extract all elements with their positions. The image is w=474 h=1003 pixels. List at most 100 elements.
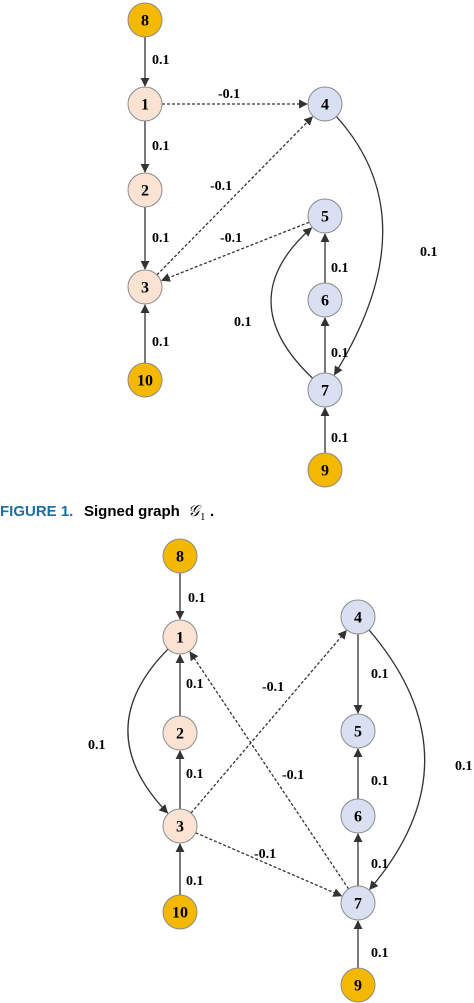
edge-weight-7-to-6: 0.1: [371, 857, 389, 872]
node-label: 10: [172, 905, 188, 922]
node-circle: [307, 372, 343, 408]
node-5: 5: [307, 198, 343, 234]
node-circle: [162, 619, 198, 655]
caption-period: .: [210, 503, 214, 520]
node-circle: [307, 198, 343, 234]
node-1: 1: [162, 619, 198, 655]
node-3: 3: [162, 808, 198, 844]
node-4: 4: [307, 86, 343, 122]
edge-weight-4-to-7: 0.1: [420, 245, 438, 260]
edge-weight-6-to-5: 0.1: [331, 261, 349, 276]
edge-7-to-1: [189, 651, 350, 890]
edge-weight-6-to-5: 0.1: [371, 774, 389, 789]
node-circle: [340, 599, 376, 635]
edge-weight-10-to-3: 0.1: [152, 335, 170, 350]
node-circle: [340, 967, 376, 1003]
edge-3-to-4: [156, 116, 314, 276]
node-6: 6: [307, 282, 343, 318]
node-label: 4: [321, 97, 329, 114]
edge-weight-2-to-3: 0.1: [152, 231, 170, 246]
edge-weight-3-to-7: -0.1: [254, 847, 276, 862]
edge-weight-9-to-7: 0.1: [331, 431, 349, 446]
edge-weight-3-to-2: 0.1: [186, 767, 204, 782]
node-10: 10: [127, 362, 163, 398]
edge-weight-8-to-1: 0.1: [152, 53, 170, 68]
caption-math-symbol: 𝒢: [188, 503, 202, 520]
edge-weight-3-to-4: -0.1: [210, 179, 232, 194]
node-8: 8: [127, 2, 163, 38]
node-3: 3: [127, 269, 163, 305]
node-circle: [127, 172, 163, 208]
edge-weight-5-to-3: -0.1: [220, 231, 242, 246]
node-label: 9: [354, 978, 362, 995]
node-label: 2: [176, 726, 184, 743]
edge-weight-10-to-3: 0.1: [186, 874, 204, 889]
node-8: 8: [162, 538, 198, 574]
node-circle: [162, 894, 198, 930]
node-label: 7: [354, 896, 362, 913]
node-label: 1: [141, 97, 149, 114]
node-label: 8: [176, 549, 184, 566]
node-label: 7: [321, 383, 329, 400]
edge-4-to-7: [333, 116, 384, 376]
edge-weight-7-to-1: -0.1: [282, 768, 304, 783]
edge-layer: 0.10.10.10.10.1-0.1-0.1-0.10.10.10.10.10…: [88, 573, 473, 968]
node-5: 5: [340, 713, 376, 749]
figure-1-caption: FIGURE 1. Signed graph 𝒢 1 .: [0, 503, 214, 523]
node-circle: [162, 715, 198, 751]
node-label: 6: [354, 809, 362, 826]
node-label: 10: [137, 373, 153, 390]
node-circle: [340, 798, 376, 834]
node-label: 3: [141, 280, 149, 297]
caption-label: FIGURE 1.: [0, 503, 73, 520]
node-label: 2: [141, 183, 149, 200]
node-label: 9: [321, 463, 329, 480]
node-6: 6: [340, 798, 376, 834]
node-layer: 8 1 2 3 10 4 5 6 7 9: [127, 2, 343, 488]
node-9: 9: [307, 452, 343, 488]
node-4: 4: [340, 599, 376, 635]
node-layer: 8 1 2 3 10 4 5 6 7 9: [162, 538, 376, 1003]
caption-subscript: 1: [200, 511, 206, 523]
edge-weight-9-to-7: 0.1: [371, 946, 389, 961]
node-label: 8: [141, 13, 149, 30]
edge-5-to-3: [160, 221, 310, 282]
node-circle: [307, 282, 343, 318]
node-label: 6: [321, 293, 329, 310]
edge-weight-1-to-4: -0.1: [218, 87, 240, 102]
edge-3-to-4: [190, 630, 347, 814]
node-label: 3: [176, 819, 184, 836]
node-label: 5: [321, 209, 329, 226]
edge-weight-8-to-1: 0.1: [188, 591, 206, 606]
node-circle: [127, 362, 163, 398]
edge-3-to-7: [195, 832, 343, 897]
signed-graph-g2: 0.10.10.10.10.1-0.1-0.1-0.10.10.10.10.10…: [88, 538, 473, 1003]
node-7: 7: [340, 885, 376, 921]
node-label: 1: [176, 630, 184, 647]
node-circle: [127, 269, 163, 305]
node-label: 4: [354, 610, 362, 627]
edge-weight-1-to-2: 0.1: [152, 139, 170, 154]
node-9: 9: [340, 967, 376, 1003]
edge-weight-3-to-4: -0.1: [262, 680, 284, 695]
edge-layer: 0.10.10.10.1-0.1-0.1-0.10.10.10.10.10.1: [140, 37, 438, 453]
edge-7-to-5: [270, 227, 314, 379]
node-circle: [162, 538, 198, 574]
signed-graph-g1: 0.10.10.10.1-0.1-0.1-0.10.10.10.10.10.18…: [127, 2, 438, 488]
node-circle: [162, 808, 198, 844]
node-circle: [307, 452, 343, 488]
node-circle: [340, 713, 376, 749]
edge-weight-1-to-3: 0.1: [88, 738, 106, 753]
edge-weight-2-to-1: 0.1: [186, 677, 204, 692]
edge-1-to-3: [127, 648, 169, 814]
edge-weight-4-to-5: 0.1: [371, 667, 389, 682]
node-circle: [127, 86, 163, 122]
node-7: 7: [307, 372, 343, 408]
caption-text: Signed graph: [84, 503, 180, 520]
node-2: 2: [127, 172, 163, 208]
node-circle: [340, 885, 376, 921]
node-2: 2: [162, 715, 198, 751]
edge-4-to-7: [368, 629, 426, 890]
